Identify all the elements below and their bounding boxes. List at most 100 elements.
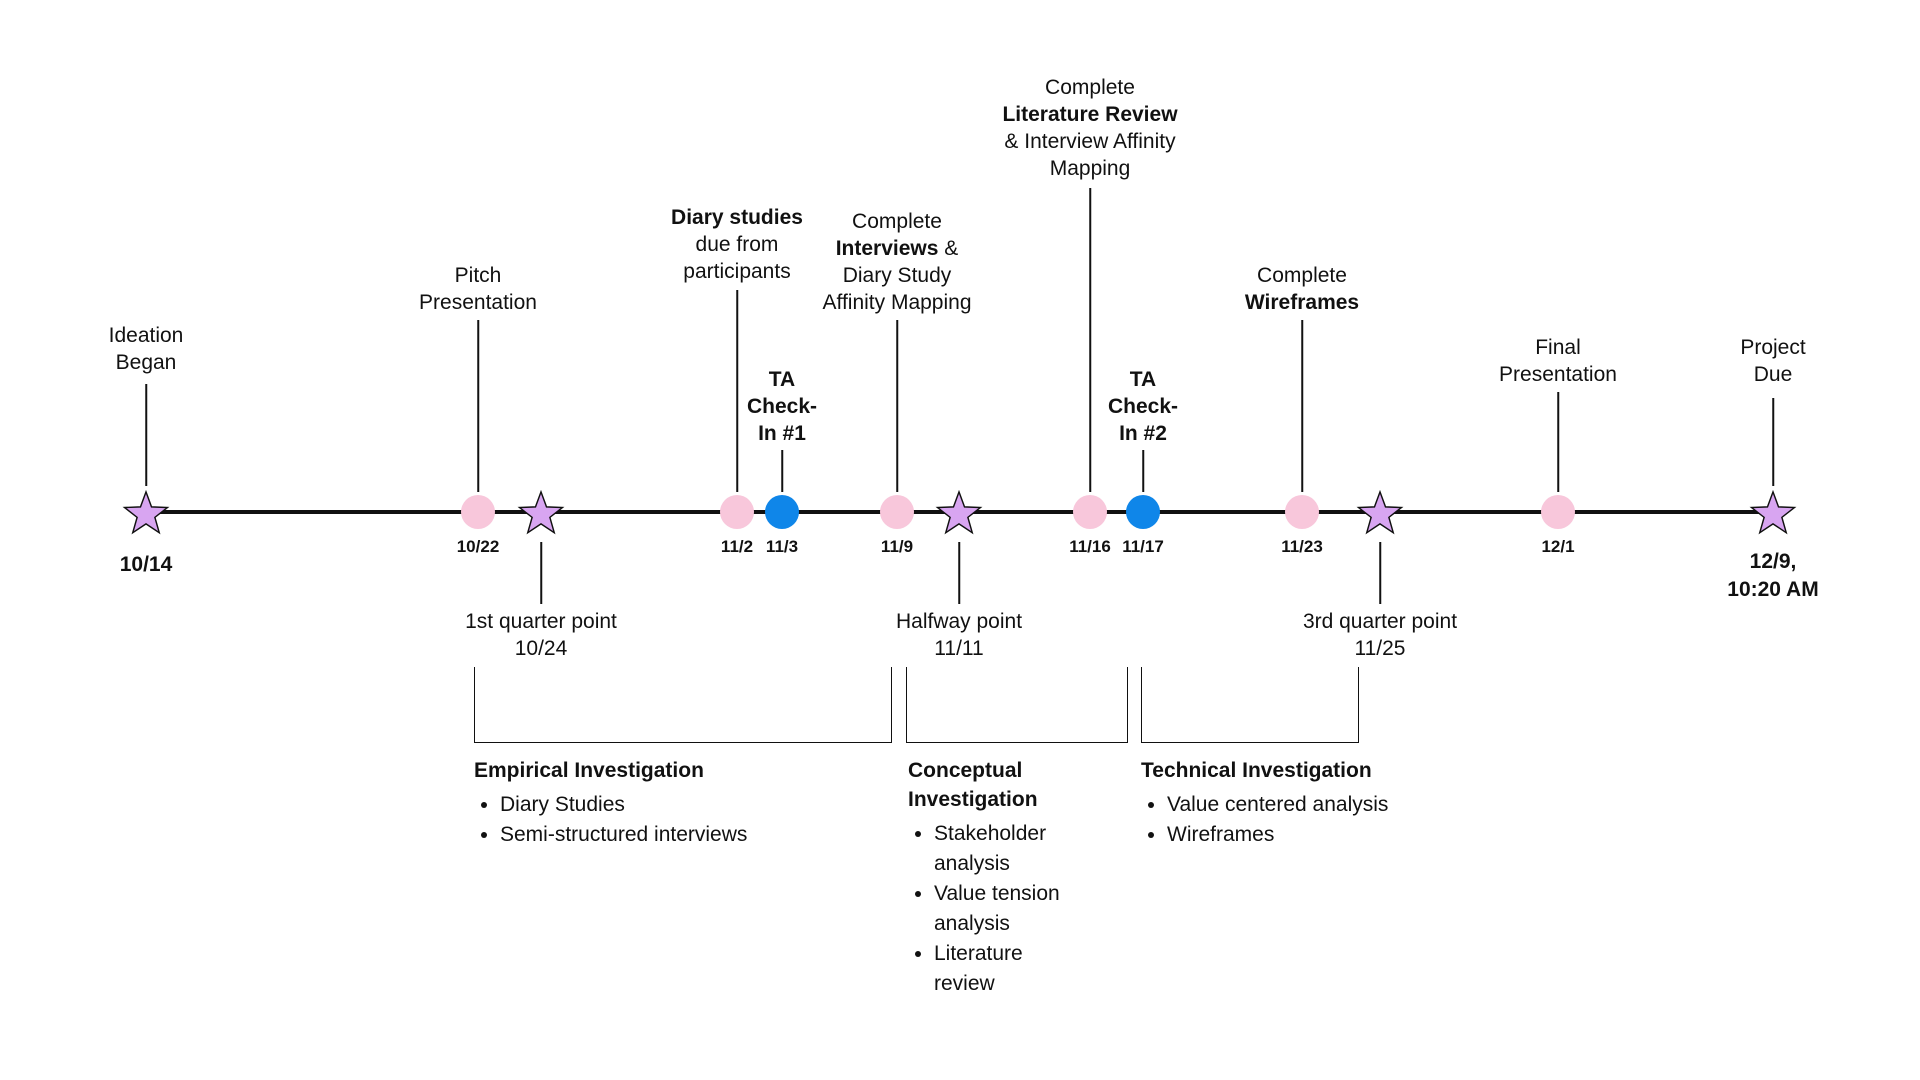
date-interviews: 11/9 xyxy=(880,537,914,556)
label-halfway-point: Halfway point 11/11 xyxy=(896,608,1022,662)
star-marker-first-quarter xyxy=(517,490,565,535)
phase-title: Technical Investigation xyxy=(1141,759,1372,782)
label-segment-bold: Interviews xyxy=(835,237,939,260)
phase-bracket-conceptual xyxy=(906,667,1128,743)
label-complete-wireframes: Complete Wireframes xyxy=(1245,262,1359,316)
phase-bullet: Stakeholder analysis xyxy=(934,819,1078,879)
star-icon xyxy=(1356,490,1404,535)
phase-title-line: Investigation xyxy=(908,788,1038,811)
phase-bracket-technical xyxy=(1141,667,1359,743)
date-diary: 11/2 xyxy=(720,537,754,556)
date-wireframes: 11/23 xyxy=(1281,537,1323,556)
leader-line-ideation xyxy=(145,384,147,486)
milestone-dot-ta-checkin-1 xyxy=(765,495,799,529)
label-line: Literature Review xyxy=(1002,103,1178,126)
label-line: participants xyxy=(683,260,791,283)
label-first-quarter-point: 1st quarter point 10/24 xyxy=(465,608,617,662)
phase-bullet: Literature review xyxy=(934,939,1078,999)
label-line: Presentation xyxy=(419,291,537,314)
phase-title: Empirical Investigation xyxy=(474,759,704,782)
date-pitch: 10/22 xyxy=(456,537,500,556)
label-project-due: Project Due xyxy=(1740,334,1805,388)
label-line: Diary studies xyxy=(671,206,803,229)
leader-line-final xyxy=(1557,392,1559,492)
label-segment: & xyxy=(938,237,959,260)
phase-bullet: Semi-structured interviews xyxy=(500,820,747,850)
label-pitch-presentation: Pitch Presentation xyxy=(419,262,537,316)
label-line: TA xyxy=(768,368,796,391)
leader-line-wireframes xyxy=(1301,320,1303,492)
date-ta1: 11/3 xyxy=(765,537,799,556)
date-line: 10:20 AM xyxy=(1727,578,1819,601)
date-line: 12/9, xyxy=(1749,550,1797,573)
phase-bullet: Value tension analysis xyxy=(934,879,1078,939)
label-line: Interviews & xyxy=(822,235,971,262)
date-final: 12/1 xyxy=(1541,537,1575,556)
label-line: Complete xyxy=(1045,76,1135,99)
label-line: Pitch xyxy=(454,264,502,287)
phase-technical-investigation: Technical Investigation Value centered a… xyxy=(1141,756,1388,850)
label-line: Presentation xyxy=(1499,363,1617,386)
star-icon xyxy=(1749,490,1797,535)
milestone-dot-literature-review xyxy=(1073,495,1107,529)
phase-bullet: Value centered analysis xyxy=(1167,790,1388,820)
phase-bracket-empirical xyxy=(474,667,892,743)
label-third-quarter-point: 3rd quarter point 11/25 xyxy=(1303,608,1457,662)
label-line: Wireframes xyxy=(1244,291,1360,314)
leader-line-interviews xyxy=(896,320,898,492)
label-line: In #2 xyxy=(1119,422,1167,445)
label-line: Ideation xyxy=(108,324,184,347)
label-line: Complete xyxy=(852,210,942,233)
leader-line-third-quarter xyxy=(1379,542,1381,604)
label-final-presentation: Final Presentation xyxy=(1499,334,1617,388)
label-ta-checkin-2: TA Check- In #2 xyxy=(1108,366,1178,447)
leader-line-first-quarter xyxy=(540,542,542,604)
leader-line-ta1 xyxy=(781,450,783,492)
date-ta2: 11/17 xyxy=(1122,537,1164,556)
milestone-dot-complete-wireframes xyxy=(1285,495,1319,529)
label-line: due from xyxy=(695,233,779,256)
star-icon xyxy=(122,490,170,535)
milestone-dot-diary-studies xyxy=(720,495,754,529)
phase-bullet-list: Stakeholder analysis Value tension analy… xyxy=(908,819,1078,999)
label-line: Affinity Mapping xyxy=(822,291,972,314)
milestone-dot-pitch-presentation xyxy=(461,495,495,529)
leader-line-ta2 xyxy=(1142,450,1144,492)
phase-bullet: Diary Studies xyxy=(500,790,747,820)
label-ideation-began: Ideation Began xyxy=(109,322,184,376)
label-line: 1st quarter point xyxy=(465,610,617,633)
leader-line-halfway xyxy=(958,542,960,604)
label-line: & Interview Affinity xyxy=(1004,130,1176,153)
date-ideation: 10/14 xyxy=(119,553,173,576)
phase-bullet: Wireframes xyxy=(1167,820,1388,850)
leader-line-litreview xyxy=(1089,188,1091,492)
label-complete-literature-review: Complete Literature Review & Interview A… xyxy=(1002,74,1177,182)
star-icon xyxy=(935,490,983,535)
label-line: Halfway point xyxy=(895,610,1023,633)
label-line: TA xyxy=(1129,368,1157,391)
star-marker-project-due xyxy=(1749,490,1797,535)
leader-line-project-due xyxy=(1772,398,1774,486)
phase-bullet-list: Value centered analysis Wireframes xyxy=(1141,790,1388,850)
phase-title-line: Conceptual xyxy=(908,759,1023,782)
phase-title: Conceptual Investigation xyxy=(908,756,1078,814)
phase-empirical-investigation: Empirical Investigation Diary Studies Se… xyxy=(474,756,747,850)
star-icon xyxy=(517,490,565,535)
phase-conceptual-investigation: Conceptual Investigation Stakeholder ana… xyxy=(908,756,1078,999)
label-line: 11/25 xyxy=(1354,637,1406,660)
label-line: 3rd quarter point xyxy=(1302,610,1458,633)
label-line: Due xyxy=(1753,363,1793,386)
label-line: Began xyxy=(115,351,177,374)
label-line: Mapping xyxy=(1049,157,1131,180)
date-project-due: 12/9, 10:20 AM xyxy=(1727,548,1818,604)
date-litreview: 11/16 xyxy=(1069,537,1111,556)
phase-bullet-list: Diary Studies Semi-structured interviews xyxy=(474,790,747,850)
label-line: Check- xyxy=(746,395,818,418)
leader-line-pitch xyxy=(477,320,479,492)
label-line: 11/11 xyxy=(934,637,984,660)
label-line: Project xyxy=(1740,336,1806,359)
label-line: Check- xyxy=(1107,395,1179,418)
leader-line-diary xyxy=(736,290,738,492)
milestone-dot-complete-interviews xyxy=(880,495,914,529)
